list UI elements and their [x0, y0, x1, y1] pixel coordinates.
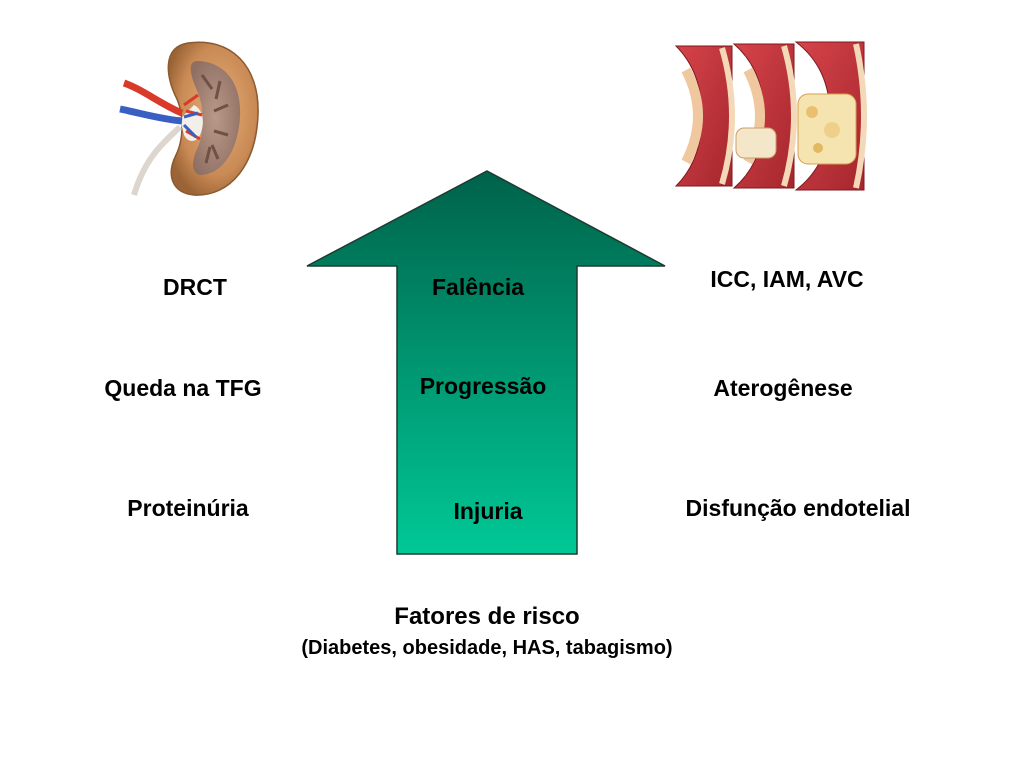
left-item-queda-tfg: Queda na TFG [104, 375, 262, 401]
arrow-shape [306, 170, 666, 555]
arrow-stage-injuria: Injuria [453, 498, 523, 524]
right-item-icc-iam-avc: ICC, IAM, AVC [710, 266, 864, 292]
right-item-aterogenese: Aterogênese [713, 375, 853, 401]
kidney-illustration [119, 41, 259, 196]
artery-illustration [674, 41, 867, 191]
risk-factors-list: (Diabetes, obesidade, HAS, tabagismo) [301, 637, 673, 659]
left-item-drct: DRCT [163, 274, 227, 300]
risk-factors-title: Fatores de risco [394, 603, 580, 630]
arrow-stage-progressao: Progressão [419, 373, 547, 399]
right-item-disfuncao-endotelial: Disfunção endotelial [685, 495, 911, 521]
arrow-stage-falencia: Falência [431, 274, 525, 300]
left-item-proteinuria: Proteinúria [127, 495, 249, 521]
